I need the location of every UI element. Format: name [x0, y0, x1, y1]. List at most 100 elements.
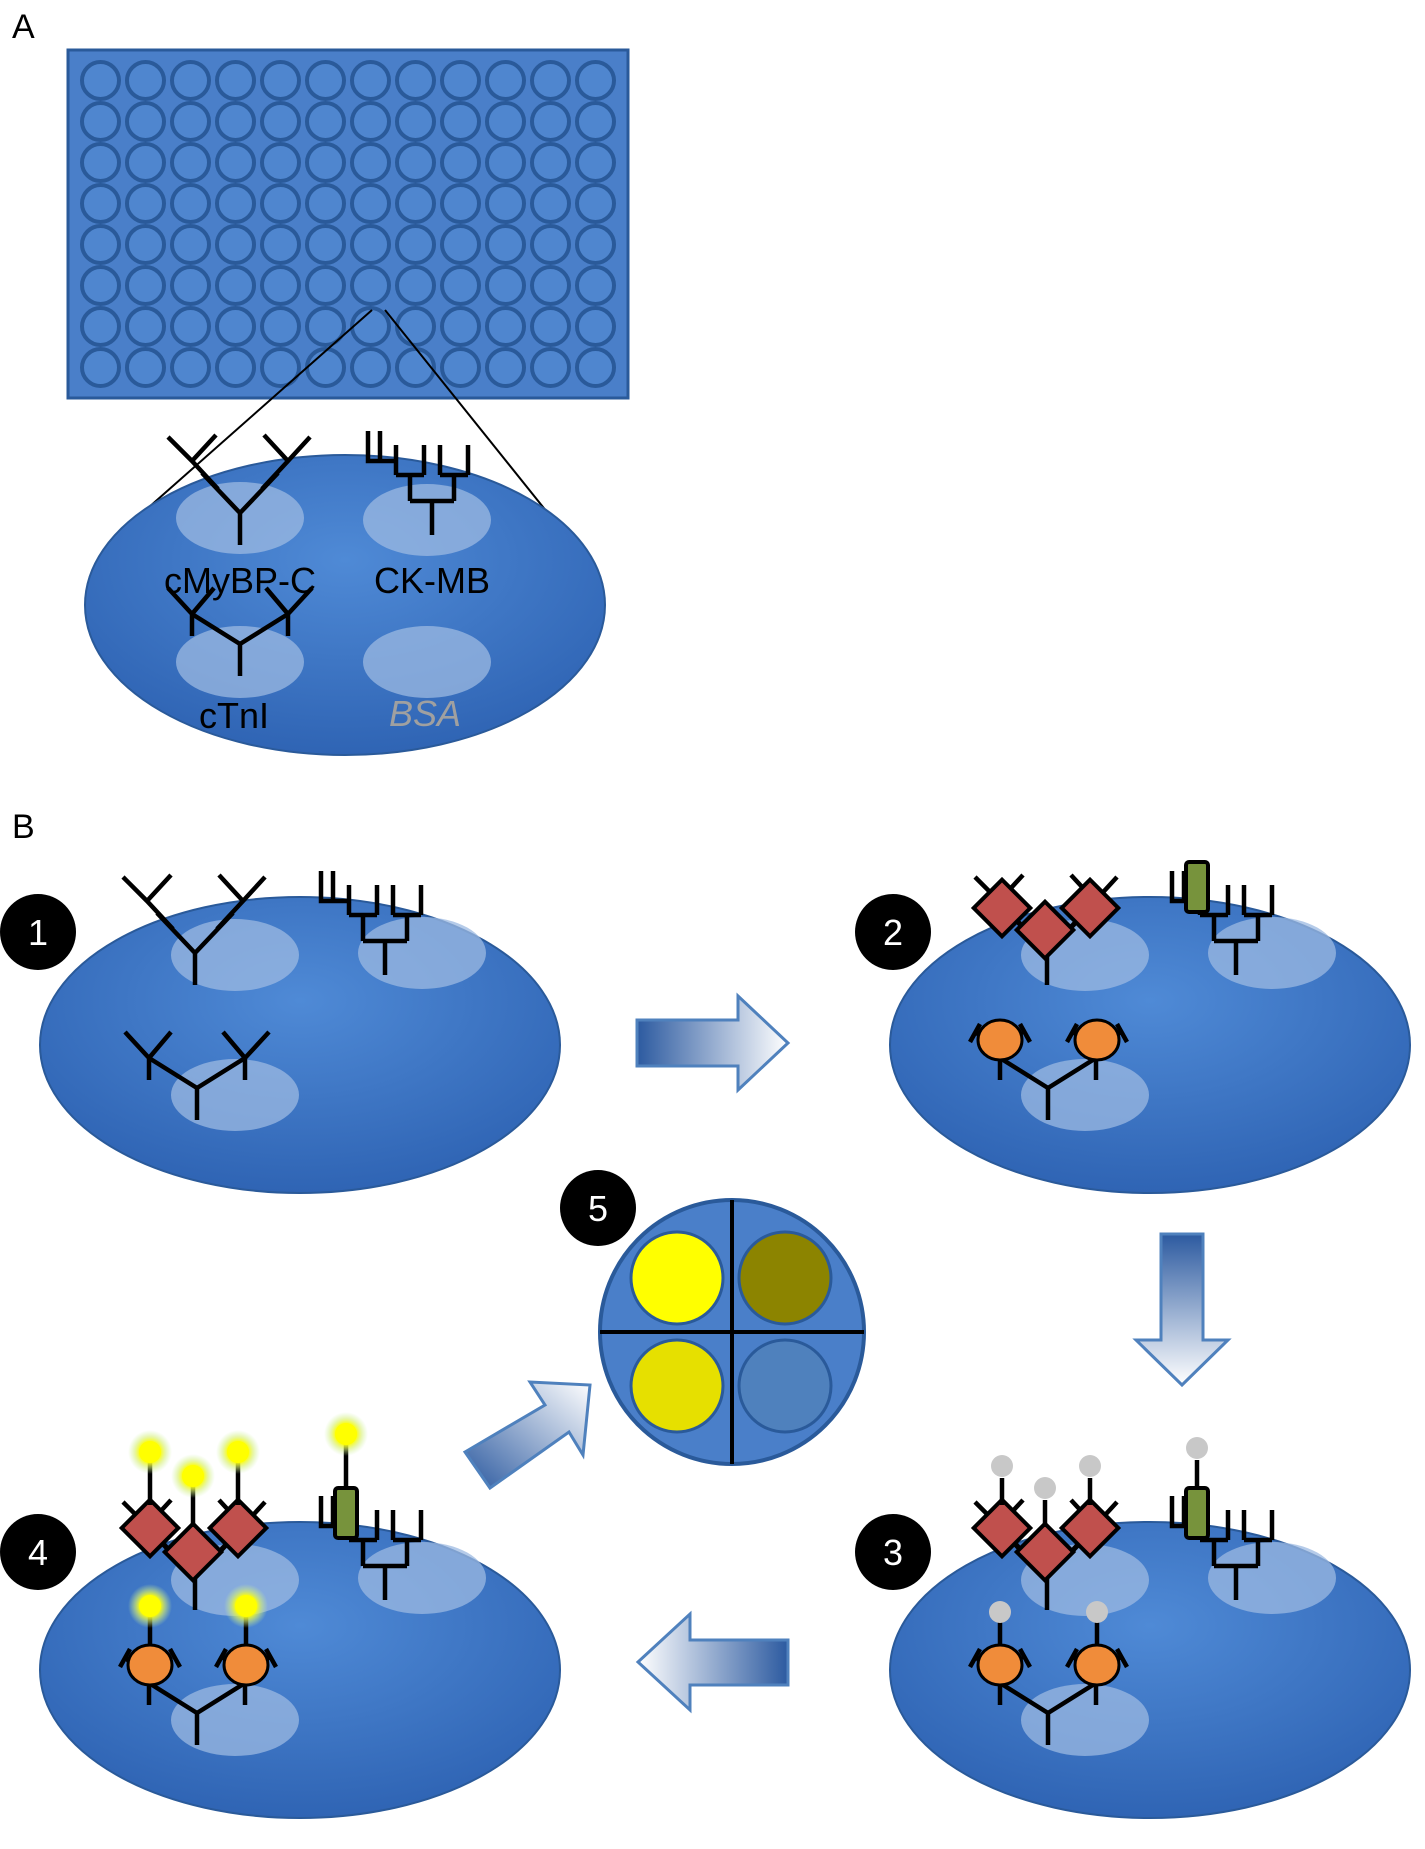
ckmb-antigen	[1184, 860, 1210, 914]
plate-well	[485, 183, 526, 224]
plate-well	[305, 183, 346, 224]
well-step-4	[39, 1412, 561, 1819]
plate-well	[395, 60, 436, 101]
plate-well	[170, 183, 211, 224]
plate-well	[125, 101, 166, 142]
plate-well	[530, 265, 571, 306]
plate-well	[305, 347, 346, 388]
detection-label	[991, 1455, 1013, 1477]
label-ctni: cTnI	[199, 695, 269, 736]
plate-well	[575, 347, 616, 388]
ctni-antigen	[976, 1018, 1024, 1062]
ctni-antigen	[976, 1643, 1024, 1687]
ctni-antigen	[126, 1643, 174, 1687]
ctni-antigen	[222, 1643, 270, 1687]
plate-well	[350, 183, 391, 224]
svg-text:4: 4	[28, 1532, 48, 1573]
plate-well	[575, 60, 616, 101]
svg-text:2: 2	[883, 912, 903, 953]
plate-well	[350, 60, 391, 101]
arrow-step-1-to-2	[635, 992, 791, 1094]
plate-well	[260, 265, 301, 306]
plate-well	[440, 347, 481, 388]
plate-well	[395, 183, 436, 224]
plate-well	[125, 306, 166, 347]
step-badge-3: 3	[855, 1514, 931, 1590]
signal-readout	[598, 1198, 866, 1466]
plate-well	[125, 60, 166, 101]
plate-well	[80, 142, 121, 183]
plate-well	[575, 101, 616, 142]
plate-well	[170, 224, 211, 265]
plate-well	[305, 306, 346, 347]
step-badge-1: 1	[0, 894, 76, 970]
plate-well	[305, 265, 346, 306]
plate-well	[395, 224, 436, 265]
plate-well	[575, 183, 616, 224]
plate-well	[350, 265, 391, 306]
plate-well	[125, 347, 166, 388]
plate-well	[530, 183, 571, 224]
zoom-line-left	[147, 309, 373, 509]
plate-well	[260, 183, 301, 224]
plate-well	[260, 60, 301, 101]
plate-well	[530, 224, 571, 265]
plate-well	[530, 101, 571, 142]
arrow-step-3-to-4	[635, 1610, 790, 1714]
svg-text:5: 5	[588, 1188, 608, 1229]
cmybpc-antigen	[118, 1496, 182, 1560]
plate-well	[485, 224, 526, 265]
plate-well	[170, 142, 211, 183]
plate-well	[395, 306, 436, 347]
cmybpc-antigen	[1013, 1520, 1077, 1584]
cmybpc-antigen	[970, 1496, 1034, 1560]
plate-well	[170, 265, 211, 306]
plate-well	[575, 142, 616, 183]
cmybpc-antigen	[206, 1496, 270, 1560]
plate-well	[80, 347, 121, 388]
plate-well	[485, 265, 526, 306]
plate-well	[170, 347, 211, 388]
plate-well	[440, 224, 481, 265]
detection-label	[1079, 1455, 1101, 1477]
plate-well	[260, 101, 301, 142]
plate-well	[125, 265, 166, 306]
microplate	[66, 48, 630, 400]
well-step-3	[889, 1437, 1411, 1819]
plate-well	[440, 183, 481, 224]
plate-well	[440, 265, 481, 306]
plate-well	[395, 265, 436, 306]
plate-well	[485, 306, 526, 347]
detection-label	[1186, 1437, 1208, 1459]
plate-well	[575, 224, 616, 265]
plate-well	[395, 347, 436, 388]
plate-well	[260, 142, 301, 183]
plate-well	[305, 101, 346, 142]
well-step-1	[39, 871, 561, 1194]
plate-well	[305, 224, 346, 265]
plate-well	[395, 142, 436, 183]
plate-well	[170, 101, 211, 142]
label-cmybpc: cMyBP-C	[164, 560, 316, 601]
cmybpc-antigen	[1013, 898, 1077, 962]
plate-well	[440, 101, 481, 142]
plate-well	[215, 224, 256, 265]
panel-b-label: B	[12, 808, 35, 846]
plate-well	[350, 224, 391, 265]
zoom-line-right	[384, 309, 556, 523]
plate-well	[530, 142, 571, 183]
plate-well	[530, 306, 571, 347]
plate-well	[170, 60, 211, 101]
ctni-antigen	[1073, 1643, 1121, 1687]
plate-well	[125, 224, 166, 265]
plate-well	[305, 60, 346, 101]
plate-well	[575, 265, 616, 306]
plate-well	[170, 306, 211, 347]
well-step-2	[889, 860, 1411, 1194]
plate-well	[350, 306, 391, 347]
step-badge-5: 5	[560, 1170, 636, 1246]
cmybpc-antigen	[161, 1520, 225, 1584]
plate-well	[260, 347, 301, 388]
plate-well	[215, 142, 256, 183]
